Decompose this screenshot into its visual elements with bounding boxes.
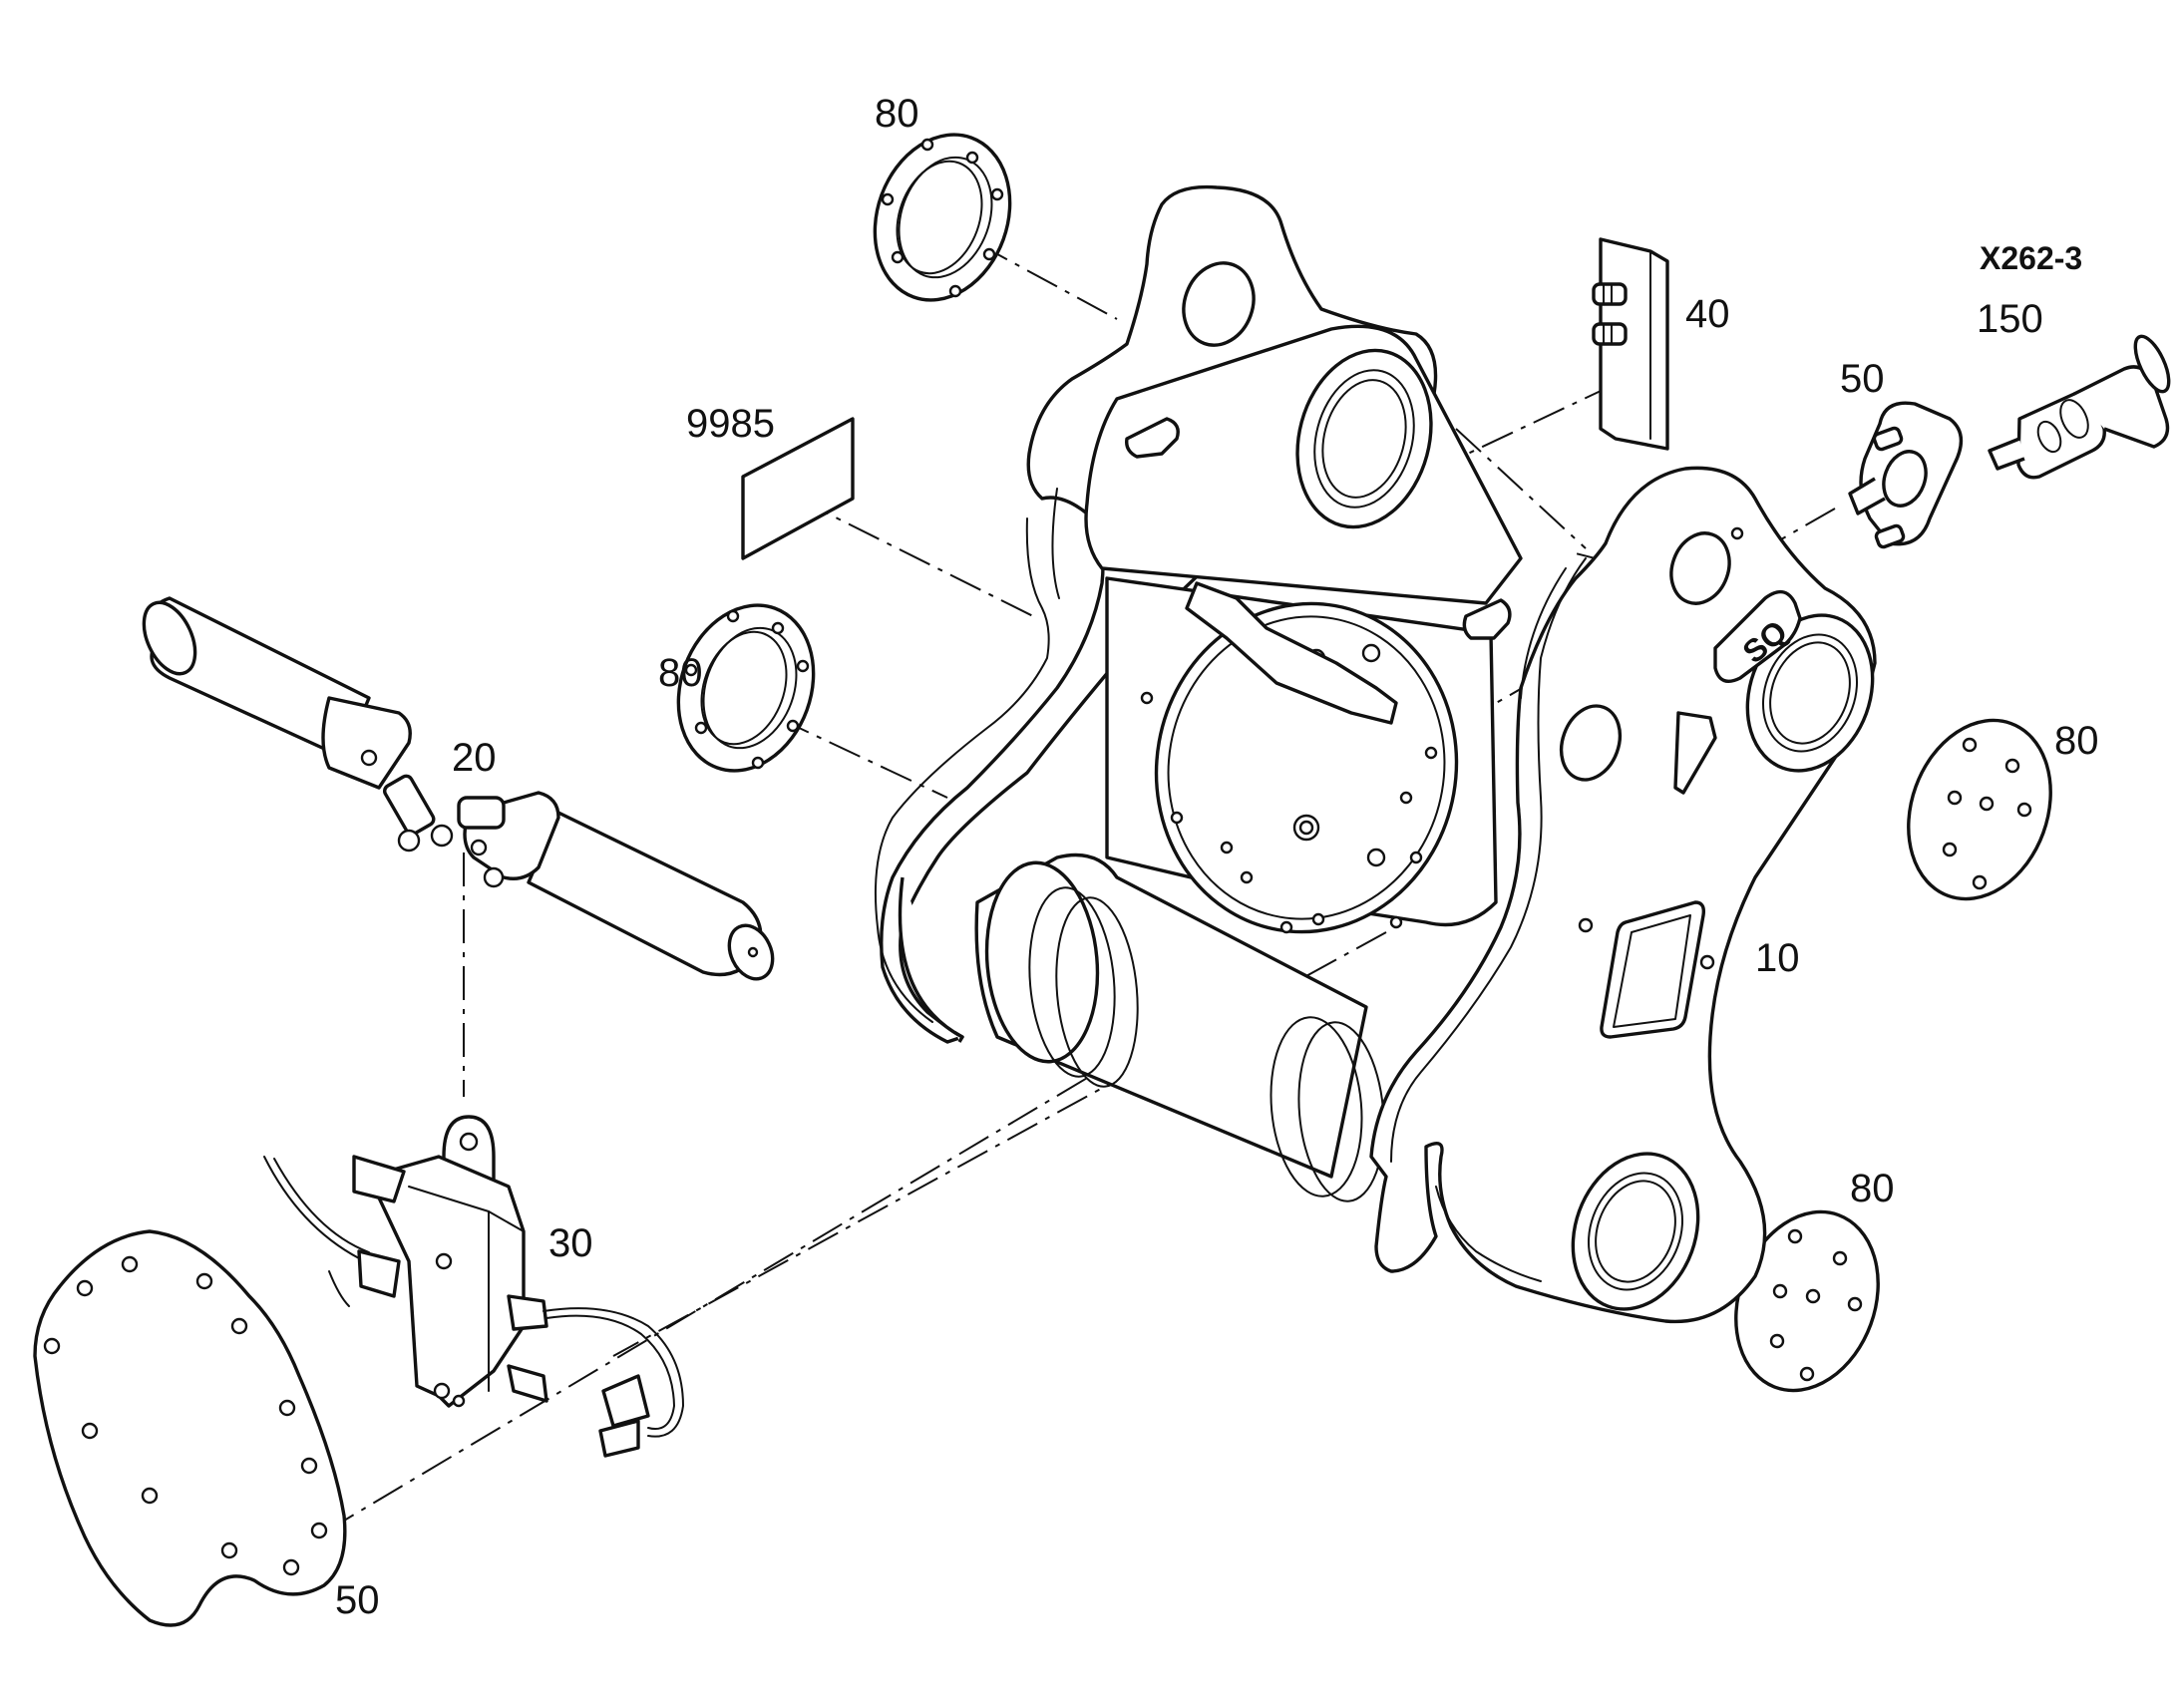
flange-cover-mid [676,603,816,773]
callout-20: 20 [452,736,497,780]
callout-80-right-lower: 80 [1850,1167,1895,1210]
callout-80-right-upper: 80 [2054,719,2099,763]
callout-labels: 80 80 80 80 9985 40 X262-3 150 50 10 20 … [335,92,2099,1622]
connector-flange [1848,401,1964,549]
callout-50-connector: 50 [1840,357,1885,401]
callout-80-top: 80 [875,92,919,136]
valve-block [263,1115,684,1458]
cover-disc-right-upper [1907,718,2052,901]
callout-150: 150 [1977,297,2043,341]
callout-10: 10 [1755,936,1800,980]
lock-cylinders [142,596,775,981]
callout-9985: 9985 [686,402,775,446]
callout-30: 30 [548,1221,593,1265]
callout-x262-3: X262-3 [1980,240,2082,276]
gasket [33,1229,347,1627]
label-plate [741,417,855,560]
callout-40: 40 [1685,292,1730,336]
connector-plug [1988,334,2171,480]
callout-50-gasket: 50 [335,1578,380,1622]
callout-80-mid: 80 [658,651,703,695]
main-frame: SQ [874,184,1877,1324]
stud-bracket [1592,237,1669,451]
flange-cover-top [873,133,1012,302]
